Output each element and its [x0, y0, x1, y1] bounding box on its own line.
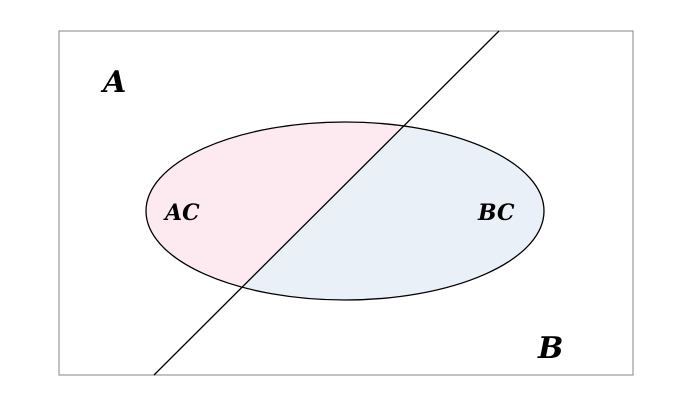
region-ac-fill	[146, 122, 499, 300]
partition-line	[153, 30, 500, 376]
region-b-label: B	[537, 331, 563, 366]
event-c-ellipse	[145, 121, 545, 301]
region-ac-label: AC	[163, 200, 200, 226]
region-bc-fill	[154, 122, 544, 300]
region-bc-label: BC	[477, 200, 515, 226]
region-a-label: A	[100, 65, 126, 100]
